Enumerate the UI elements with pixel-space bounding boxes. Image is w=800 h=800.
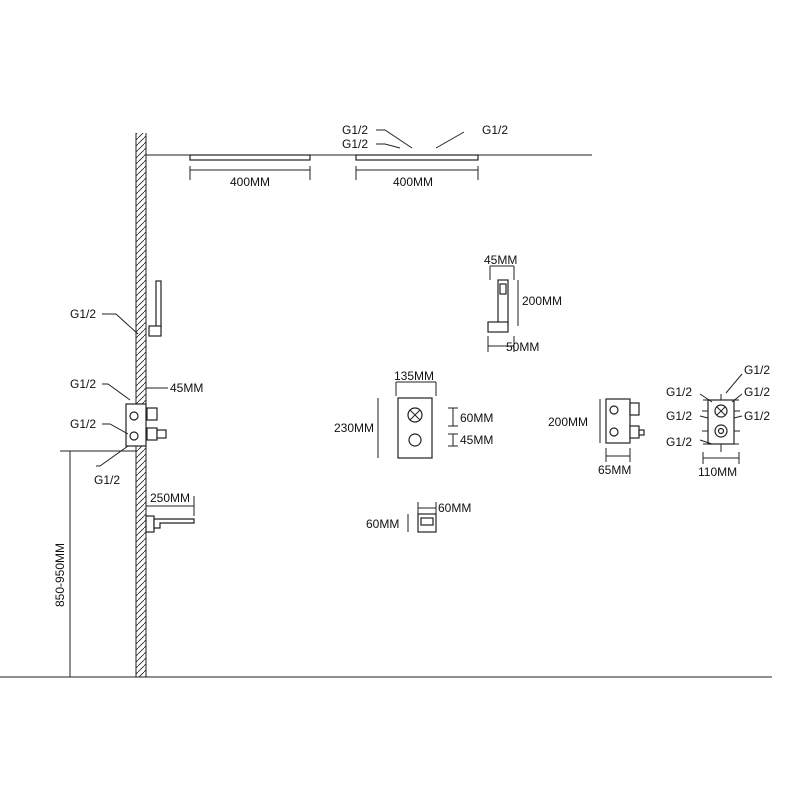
valve-outlet xyxy=(156,429,167,439)
cp-lower-offset-label: 45MM xyxy=(460,433,493,447)
vs-upper-stem xyxy=(629,402,640,416)
inlet-c-leader xyxy=(435,131,465,149)
valve-front-detail: G1/2 G1/2 G1/2 G1/2 G1/2 G1/2 110MM xyxy=(666,363,770,479)
valve-bottom-inlet-leader xyxy=(96,445,129,467)
vf-inlet-l1-label: G1/2 xyxy=(666,385,692,399)
spout-base xyxy=(145,515,155,533)
mount-height-dimension: 850-950MM xyxy=(53,450,136,677)
hs-width-label: 45MM xyxy=(484,253,517,267)
holder-height-label: 60MM xyxy=(366,517,399,531)
wall-spout: 250MM xyxy=(145,491,195,533)
vf-inlet-r2-leader xyxy=(733,415,743,419)
spout-length-label: 250MM xyxy=(150,491,190,505)
left-rain-shower xyxy=(189,154,311,161)
hand-shower-inlet-label: G1/2 xyxy=(70,307,96,321)
valve-top-inlet-leader xyxy=(102,383,131,401)
inlet-c-label: G1/2 xyxy=(482,123,508,137)
holder-width-label: 60MM xyxy=(438,501,471,515)
vf-width-label: 110MM xyxy=(698,465,737,479)
inlet-b-label: G1/2 xyxy=(342,137,368,151)
vs-outlet xyxy=(638,429,645,436)
vs-body xyxy=(605,398,631,444)
vf-inlet-l2-label: G1/2 xyxy=(666,409,692,423)
vf-inlet-r2-label: G1/2 xyxy=(744,409,770,423)
hs-bracket xyxy=(487,321,509,333)
valve-depth-label: 45MM xyxy=(170,381,203,395)
hand-shower-inlet-leader xyxy=(102,313,139,335)
right-rain-shower xyxy=(355,154,479,161)
vf-inlet-bottom-label: G1/2 xyxy=(666,435,692,449)
inlet-a-label: G1/2 xyxy=(342,123,368,137)
wall-hand-shower: G1/2 xyxy=(70,280,162,337)
valve-upper-knob xyxy=(146,407,158,421)
ceiling-showers: 400MM 400MM G1/2 G1/2 G1/2 xyxy=(189,123,508,189)
spout-body xyxy=(153,518,195,529)
valve-side-detail: 200MM 65MM xyxy=(548,398,645,477)
hand-shower-holder xyxy=(148,325,162,337)
vf-inlet-top-leader xyxy=(725,373,743,394)
vs-lower-stem xyxy=(629,425,640,439)
hand-shower-handle xyxy=(155,280,162,328)
inlet-a-leader xyxy=(376,129,413,149)
cp-lower-knob xyxy=(408,433,422,447)
cp-width-label: 135MM xyxy=(394,369,434,383)
valve-lower-port xyxy=(129,431,139,441)
vs-upper-port xyxy=(609,405,619,415)
inlet-b-leader xyxy=(376,143,401,149)
vf-inlet-bottom-leader xyxy=(699,439,713,445)
vs-height-label: 200MM xyxy=(548,415,588,429)
valve-mid-inlet-label: G1/2 xyxy=(70,417,96,431)
vs-lower-port xyxy=(609,427,619,437)
hs-depth-label: 50MM xyxy=(506,340,539,354)
holder-detail: 60MM 60MM xyxy=(366,501,471,533)
left-shower-width-label: 400MM xyxy=(230,175,270,189)
valve-mid-inlet-leader xyxy=(102,423,129,435)
control-panel-detail: 135MM 230MM 60MM 45MM xyxy=(334,369,493,459)
hs-head xyxy=(499,283,507,295)
cp-upper-knob-x2 xyxy=(409,409,421,421)
wall-structure xyxy=(0,133,772,678)
holder-slot xyxy=(420,517,434,526)
cp-plate xyxy=(397,397,433,459)
vf-inlet-r1-label: G1/2 xyxy=(744,385,770,399)
vf-inlet-l1-leader xyxy=(699,393,713,403)
valve-bottom-inlet-label: G1/2 xyxy=(94,473,120,487)
vf-inlet-top-label: G1/2 xyxy=(744,363,770,377)
cp-height-label: 230MM xyxy=(334,421,374,435)
cp-upper-offset-label: 60MM xyxy=(460,411,493,425)
vf-inlet-l2-leader xyxy=(699,415,709,419)
hand-shower-detail: 45MM 200MM 50MM xyxy=(484,253,562,354)
valve-upper-port xyxy=(129,411,139,421)
wall-valve: 45MM G1/2 G1/2 G1/2 xyxy=(70,377,203,487)
vf-upper-x2 xyxy=(716,406,726,416)
right-shower-width-label: 400MM xyxy=(393,175,433,189)
hs-height-label: 200MM xyxy=(522,294,562,308)
mount-height-label: 850-950MM xyxy=(53,543,67,607)
vf-lower-center xyxy=(717,427,725,435)
vs-depth-label: 65MM xyxy=(598,463,631,477)
valve-lower-knob xyxy=(146,427,158,441)
valve-top-inlet-label: G1/2 xyxy=(70,377,96,391)
vf-inlet-r1-leader xyxy=(731,393,743,403)
